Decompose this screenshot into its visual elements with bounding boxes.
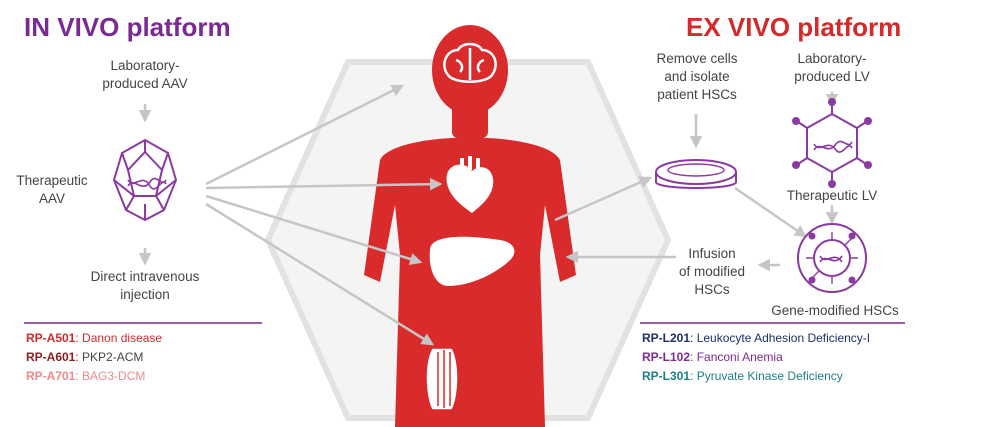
remove-line-1: Remove cells bbox=[656, 51, 738, 66]
program-code: RP-A501 bbox=[26, 331, 76, 345]
program-row: RP-A701: BAG3-DCM bbox=[26, 367, 162, 386]
thera-aav-line-2: AAV bbox=[38, 191, 65, 206]
direct-line-2: injection bbox=[120, 287, 170, 302]
program-sep: : bbox=[75, 331, 83, 345]
direct-line-1: Direct intravenous bbox=[90, 269, 200, 284]
infusion-line-1: Infusion bbox=[688, 246, 736, 261]
program-sep: : bbox=[690, 331, 697, 345]
program-row: RP-L301: Pyruvate Kinase Deficiency bbox=[642, 367, 870, 386]
remove-line-2: and isolate bbox=[664, 69, 730, 84]
petri-dish-icon bbox=[655, 159, 737, 189]
therapeutic-lv-label: Therapeutic LV bbox=[786, 188, 878, 203]
aav-capsid-icon bbox=[112, 138, 178, 222]
infusion-line-3: HSCs bbox=[694, 282, 730, 297]
program-code: RP-A601 bbox=[26, 350, 76, 364]
ex-vivo-title: EX VIVO platform bbox=[686, 12, 902, 42]
lab-produced-aav-label: Laboratory- produced AAV bbox=[85, 57, 205, 93]
program-code: RP-A701 bbox=[26, 369, 76, 383]
liver-icon bbox=[429, 236, 515, 286]
program-name: PKP2-ACM bbox=[82, 350, 144, 364]
lab-aav-line-1: Laboratory- bbox=[110, 58, 180, 73]
brain-icon bbox=[443, 42, 497, 83]
program-code: RP-L102 bbox=[642, 350, 691, 364]
program-row: RP-A601: PKP2-ACM bbox=[26, 348, 162, 367]
muscle-icon bbox=[425, 347, 459, 411]
ex-vivo-arrows bbox=[554, 92, 839, 272]
in-vivo-title: IN VIVO platform bbox=[24, 12, 231, 42]
gene-modified-cell-icon bbox=[797, 223, 867, 293]
gene-modified-hscs-label: Gene-modified HSCs bbox=[771, 303, 899, 318]
program-row: RP-L102: Fanconi Anemia bbox=[642, 348, 870, 367]
program-sep: : bbox=[690, 350, 697, 364]
remove-line-3: patient HSCs bbox=[657, 87, 737, 102]
heart-icon bbox=[445, 156, 495, 215]
ex-vivo-program-list: RP-L201: Leukocyte Adhesion Deficiency-I… bbox=[642, 329, 870, 386]
therapeutic-aav-label: Therapeutic AAV bbox=[2, 172, 102, 208]
lab-lv-line-2: produced LV bbox=[794, 69, 870, 84]
in-vivo-arrows bbox=[138, 84, 443, 346]
program-code: RP-L201 bbox=[642, 331, 691, 345]
program-row: RP-L201: Leukocyte Adhesion Deficiency-I bbox=[642, 329, 870, 348]
program-sep: : bbox=[75, 350, 83, 364]
lab-aav-line-2: produced AAV bbox=[102, 76, 188, 91]
lentivirus-icon bbox=[792, 98, 872, 188]
program-code: RP-L301 bbox=[642, 369, 691, 383]
remove-cells-label: Remove cells and isolate patient HSCs bbox=[632, 50, 762, 104]
program-name: Pyruvate Kinase Deficiency bbox=[696, 369, 843, 383]
program-name: Leukocyte Adhesion Deficiency-I bbox=[696, 331, 871, 345]
lab-produced-lv-label: Laboratory- produced LV bbox=[770, 50, 894, 86]
direct-injection-label: Direct intravenous injection bbox=[70, 268, 220, 304]
thera-aav-line-1: Therapeutic bbox=[16, 173, 88, 188]
infusion-line-2: of modified bbox=[678, 264, 746, 279]
program-name: Fanconi Anemia bbox=[696, 350, 783, 364]
in-vivo-program-list: RP-A501: Danon disease RP-A601: PKP2-ACM… bbox=[26, 329, 162, 386]
program-sep: : bbox=[690, 369, 697, 383]
infusion-label: Infusion of modified HSCs bbox=[662, 245, 762, 299]
program-row: RP-A501: Danon disease bbox=[26, 329, 162, 348]
program-sep: : bbox=[75, 369, 83, 383]
program-name: Danon disease bbox=[82, 331, 163, 345]
program-name: BAG3-DCM bbox=[82, 369, 146, 383]
lab-lv-line-1: Laboratory- bbox=[797, 51, 867, 66]
